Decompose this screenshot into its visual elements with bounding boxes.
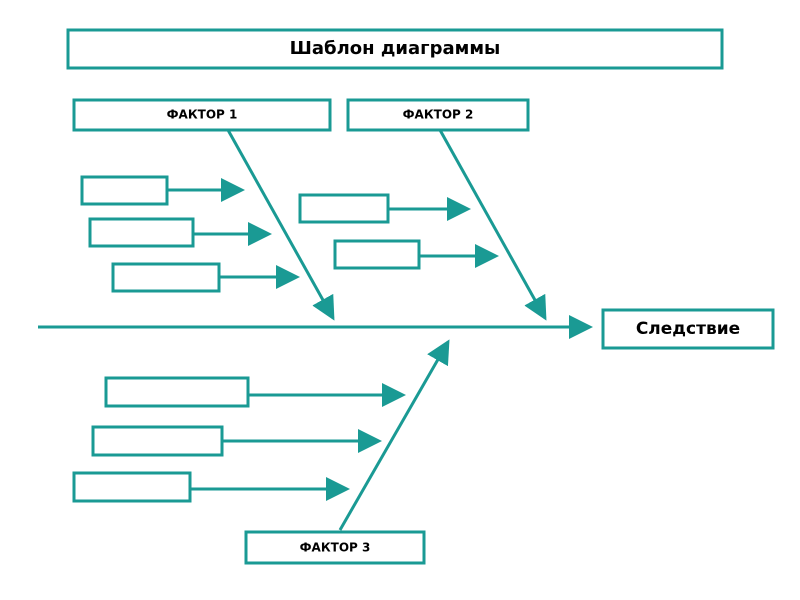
factor-3-label: ФАКТОР 3 — [300, 541, 371, 555]
cause-box — [104, 376, 406, 408]
factor-1-box: ФАКТОР 1 — [72, 98, 332, 132]
factor-2-label: ФАКТОР 2 — [403, 108, 474, 122]
factor-2-box: ФАКТОР 2 — [346, 98, 530, 132]
cause-box — [88, 217, 272, 248]
bone-factor-2 — [438, 129, 547, 321]
bone-factor-1 — [226, 129, 335, 321]
bone-factor-3 — [338, 339, 450, 531]
factor-1-label: ФАКТОР 1 — [167, 108, 238, 122]
effect-label: Следствие — [636, 319, 740, 339]
title-text: Шаблон диаграммы — [290, 38, 501, 59]
factor-3-box: ФАКТОР 3 — [244, 530, 426, 565]
title-box: Шаблон диаграммы — [66, 28, 724, 70]
cause-box — [80, 175, 245, 206]
cause-box — [111, 262, 300, 293]
cause-box — [91, 425, 382, 457]
effect-box: Следствие — [601, 308, 775, 350]
cause-box — [333, 239, 499, 270]
cause-box — [72, 471, 350, 503]
cause-box — [298, 193, 471, 224]
